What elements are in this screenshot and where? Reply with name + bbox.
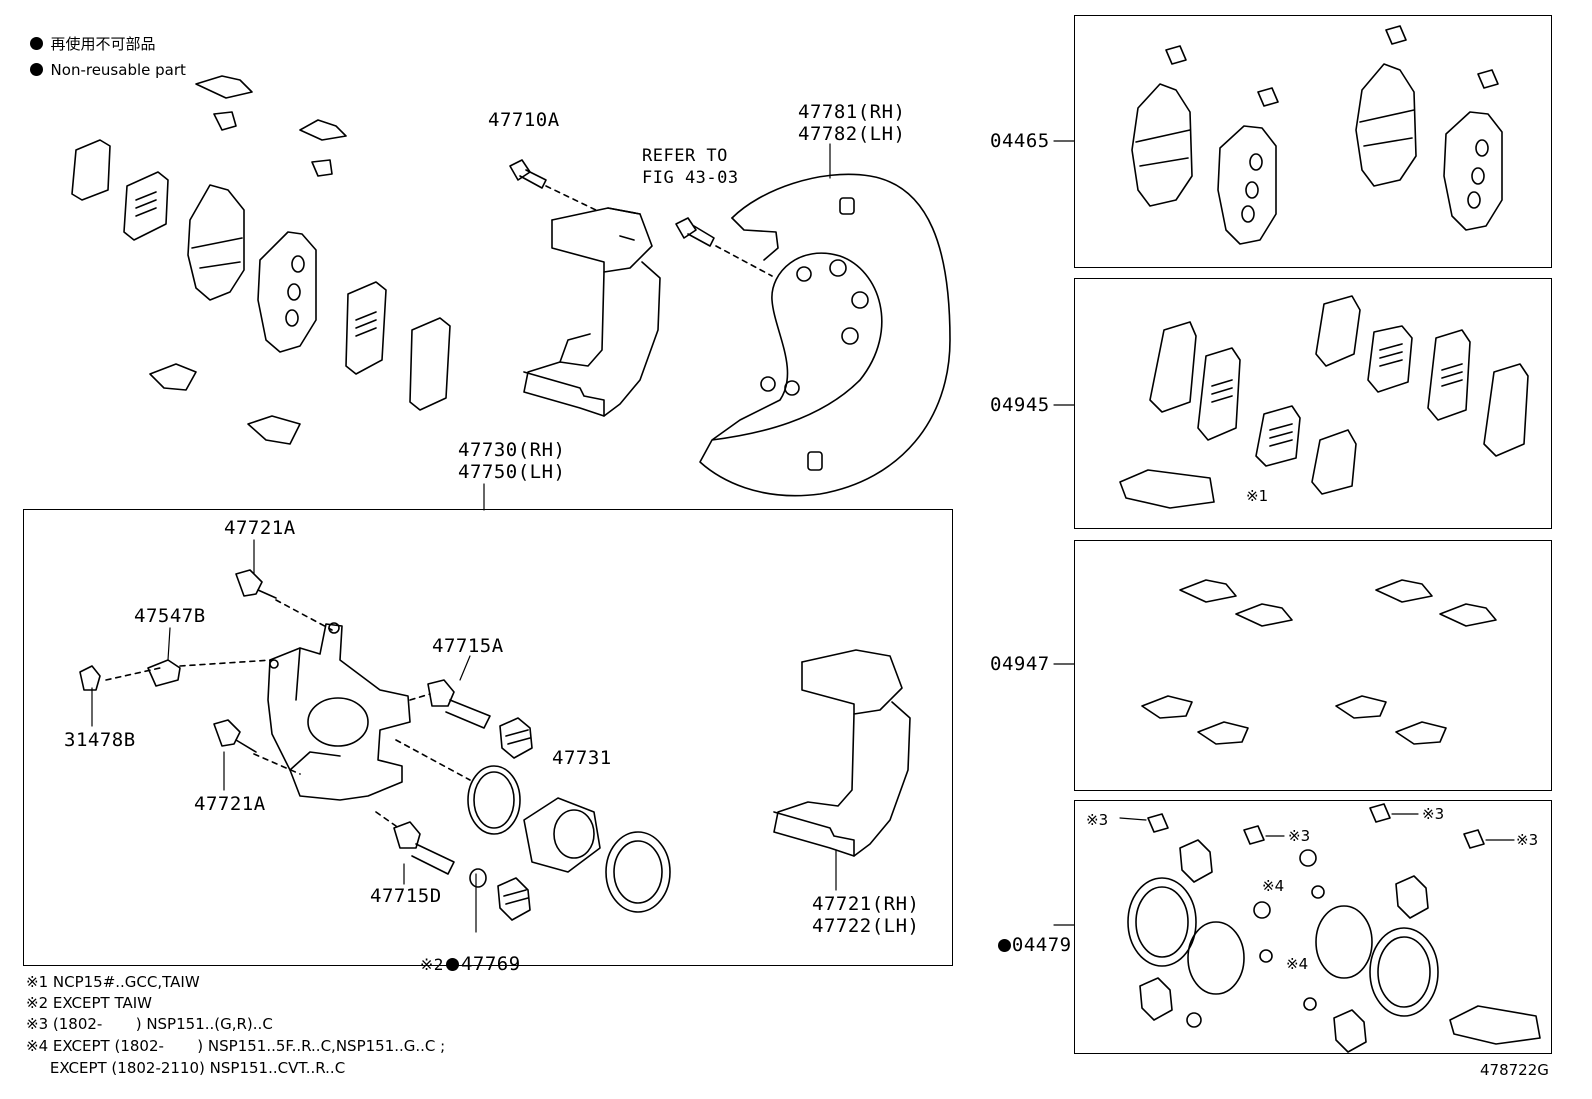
- boot-upper: [499, 717, 533, 759]
- pin-47715D: [375, 811, 455, 875]
- kit-box-04465: [1074, 15, 1552, 268]
- refer-label-line1: REFER TO: [642, 146, 728, 166]
- kit-box-04947: [1074, 540, 1552, 791]
- bolt-47721A-bottom: [213, 719, 301, 775]
- non-reusable-dot-icon: [997, 939, 1011, 952]
- bleeder-screw: [147, 659, 273, 687]
- kit-box-04479: [1074, 800, 1552, 1054]
- ring-47769: [469, 868, 487, 888]
- legend-en-text: Non-reusable part: [50, 61, 186, 79]
- mark-3b: ※3: [1288, 827, 1311, 845]
- mark-3d: ※3: [1516, 831, 1539, 849]
- footnote-4b: EXCEPT (1802-2110) NSP151..CVT..R..C: [26, 1059, 346, 1077]
- mark-4b: ※4: [1286, 955, 1309, 973]
- condition-mark: ※2: [419, 955, 444, 974]
- kit-label-04479-row: 04479: [974, 915, 1072, 955]
- seal-ring: [395, 739, 521, 835]
- mark-3a: ※3: [1086, 811, 1109, 829]
- part-label-47721A-bottom[interactable]: 47721A: [194, 793, 266, 815]
- bolt-47721A-top: [235, 569, 333, 631]
- kit-04479-drawings: [1119, 803, 1541, 1053]
- mounting-bracket-lower: [773, 649, 911, 857]
- pad-shim-group: [71, 75, 451, 445]
- part-label-47721[interactable]: 47721(RH): [812, 893, 920, 915]
- kit-04945-drawings: [1119, 295, 1529, 509]
- non-reusable-dot-icon: [445, 958, 459, 971]
- part-label-47781[interactable]: 47781(RH): [798, 101, 906, 123]
- leader-lines: [91, 140, 1075, 933]
- mark-1: ※1: [1246, 487, 1269, 505]
- footnote-2: ※2 EXCEPT TAIW: [26, 994, 152, 1012]
- part-label-47782[interactable]: 47782(LH): [798, 123, 906, 145]
- part-label-47731[interactable]: 47731: [552, 747, 612, 769]
- part-label-47750[interactable]: 47750(LH): [458, 461, 566, 483]
- bolt-47710A: [509, 159, 601, 213]
- legend-ja: 再使用不可部品: [20, 20, 156, 52]
- kit-label-04465[interactable]: 04465: [990, 130, 1050, 152]
- piston-boot: [605, 831, 671, 913]
- part-label-47710A[interactable]: 47710A: [488, 109, 560, 131]
- kit-04947-drawings: [1141, 579, 1497, 745]
- refer-label-line2[interactable]: FIG 43-03: [642, 168, 739, 188]
- kit-04465-drawings: [1131, 25, 1503, 245]
- figure-id: 478722G: [1480, 1061, 1549, 1079]
- legend-ja-text: 再使用不可部品: [50, 35, 156, 53]
- part-label-47547B[interactable]: 47547B: [134, 605, 206, 627]
- non-reusable-dot-icon: [29, 63, 43, 76]
- kit-label-04947[interactable]: 04947: [990, 653, 1050, 675]
- part-label-47715A[interactable]: 47715A: [432, 635, 504, 657]
- footnote-3: ※3 (1802- ) NSP151..(G,R)..C: [26, 1015, 273, 1033]
- part-label-47722[interactable]: 47722(LH): [812, 915, 920, 937]
- part-label-47769-row: ※2 47769: [396, 934, 521, 975]
- mounting-bracket-upper: [523, 207, 661, 417]
- mark-4a: ※4: [1262, 877, 1285, 895]
- part-label-47721A-top[interactable]: 47721A: [224, 517, 296, 539]
- mark-3c: ※3: [1422, 805, 1445, 823]
- part-label-47715D[interactable]: 47715D: [370, 885, 442, 907]
- boot-lower: [497, 877, 531, 921]
- kit-box-04945: [1074, 278, 1552, 529]
- piston-47731: [523, 797, 601, 873]
- kit-label-04945[interactable]: 04945: [990, 394, 1050, 416]
- caliper-assy-box: [23, 509, 953, 966]
- bolt-refer: [675, 217, 773, 277]
- non-reusable-dot-icon: [29, 37, 43, 50]
- part-label-47730[interactable]: 47730(RH): [458, 439, 566, 461]
- legend-en: Non-reusable part: [20, 46, 186, 78]
- dust-shield: [699, 173, 951, 497]
- pin-47715A: [409, 679, 491, 729]
- bleeder-cap: [79, 665, 161, 691]
- part-label-31478B[interactable]: 31478B: [64, 729, 136, 751]
- footnote-1: ※1 NCP15#..GCC,TAIW: [26, 973, 200, 991]
- footnote-4: ※4 EXCEPT (1802- ) NSP151..5F..R..C,NSP1…: [26, 1037, 446, 1055]
- part-label-47769[interactable]: 47769: [460, 953, 521, 975]
- kit-label-04479[interactable]: 04479: [1011, 934, 1072, 956]
